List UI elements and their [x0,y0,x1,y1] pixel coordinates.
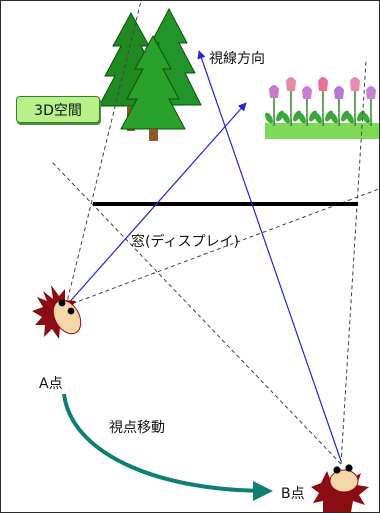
point-a-label: A点 [39,376,63,392]
viewer-head-icon [32,285,82,339]
space-3d-label: 3D空間 [34,102,82,119]
tulip-row-icon [265,77,379,139]
view-direction-label: 視線方向 [209,51,265,67]
frustum-lines [50,1,379,465]
sight-lines [65,50,342,462]
frustum-line-a-left [65,1,142,307]
space-3d-badge: 3D空間 [16,96,100,123]
window-display-label: 窓(ディスプレイ) [131,233,239,250]
viewpoint-move-arrow [62,393,273,501]
frustum-line-b-left [50,160,342,465]
sight-line-b [197,50,342,462]
tree-cluster-icon [98,7,202,141]
sight-line-a [65,102,247,307]
viewpoint-move-label: 視点移動 [109,420,165,436]
viewer-head-icon [311,464,369,512]
point-b-label: B点 [281,486,305,502]
frustum-line-b-right [340,60,367,465]
